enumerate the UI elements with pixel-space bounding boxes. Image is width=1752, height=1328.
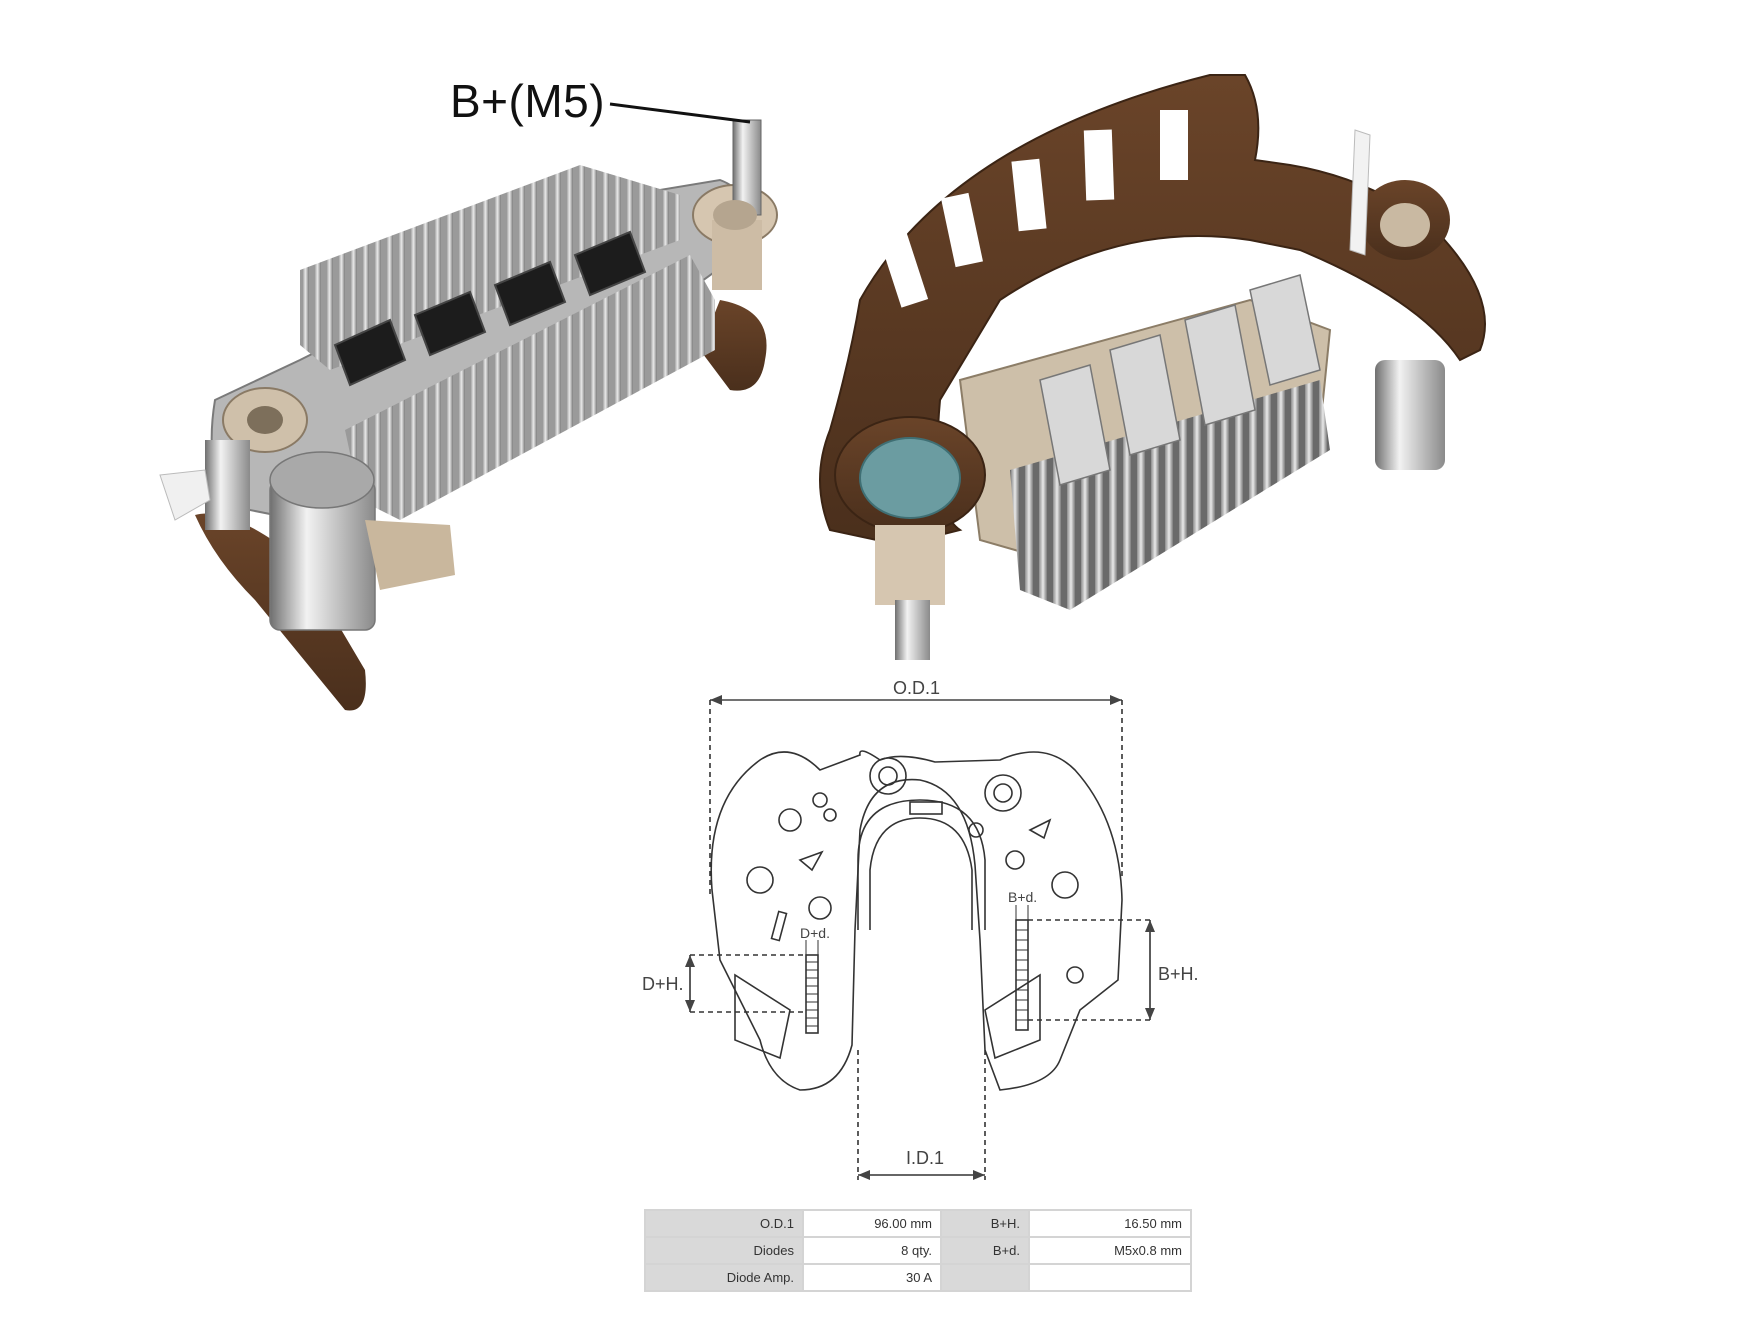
spec-key: Diode Amp.: [646, 1265, 802, 1290]
rectifier-right-photo: [819, 74, 1486, 660]
spec-value: 16.50 mm: [1030, 1211, 1190, 1236]
bh-label: B+H.: [1158, 964, 1199, 984]
callout-leader-line: [609, 102, 751, 124]
spec-value: [1030, 1265, 1190, 1290]
id-label: I.D.1: [906, 1148, 944, 1168]
table-row: O.D.1 96.00 mm B+H. 16.50 mm: [646, 1211, 1190, 1236]
spec-table: O.D.1 96.00 mm B+H. 16.50 mm Diodes 8 qt…: [644, 1209, 1192, 1292]
spec-key: B+H.: [942, 1211, 1028, 1236]
spec-key: B+d.: [942, 1238, 1028, 1263]
rectifier-left-photo: [159, 119, 778, 711]
spec-value: 8 qty.: [804, 1238, 940, 1263]
spec-value: 30 A: [804, 1265, 940, 1290]
od-label: O.D.1: [893, 678, 940, 698]
spec-value: 96.00 mm: [804, 1211, 940, 1236]
table-row: Diodes 8 qty. B+d. M5x0.8 mm: [646, 1238, 1190, 1263]
dh-label: D+H.: [642, 974, 684, 994]
dimension-drawing: [685, 695, 1155, 1180]
b-plus-m5-callout: B+(M5): [450, 75, 606, 127]
spec-key: Diodes: [646, 1238, 802, 1263]
spec-key: [942, 1265, 1028, 1290]
dd-label: D+d.: [800, 925, 830, 941]
spec-key: O.D.1: [646, 1211, 802, 1236]
spec-value: M5x0.8 mm: [1030, 1238, 1190, 1263]
table-row: Diode Amp. 30 A: [646, 1265, 1190, 1290]
bd-label: B+d.: [1008, 889, 1037, 905]
